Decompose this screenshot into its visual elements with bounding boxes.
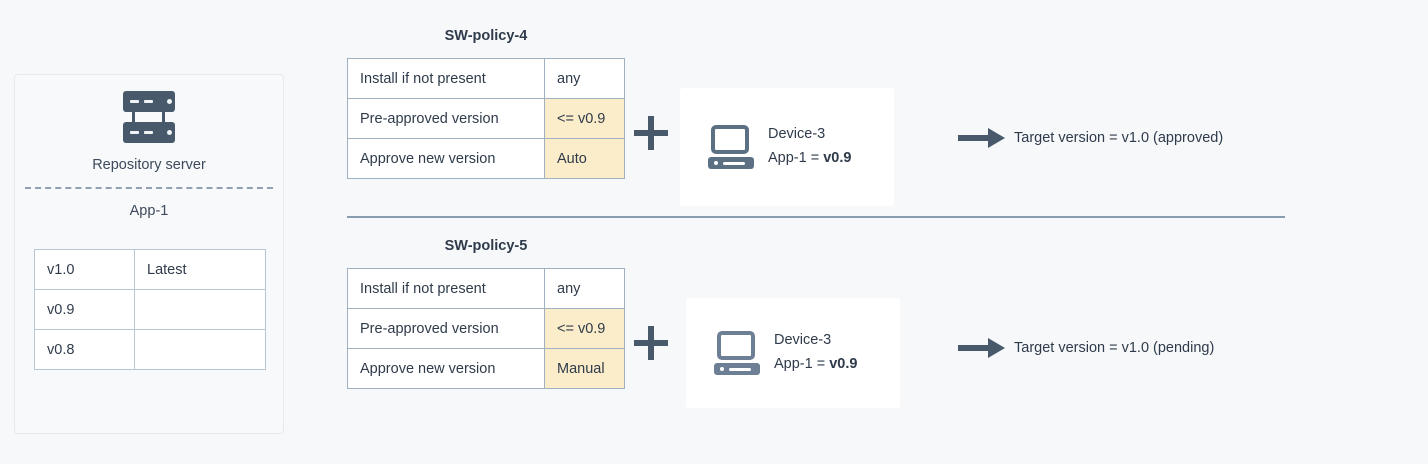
desktop-computer-icon	[714, 331, 760, 375]
version-tag-cell	[134, 329, 266, 370]
version-table: v1.0 Latest v0.9 v0.8	[34, 249, 266, 370]
device-app-version: v0.9	[829, 356, 858, 372]
version-tag-cell	[134, 289, 266, 330]
policy-row-label: Approve new version	[347, 348, 545, 389]
device-card-content: Device-3 App-1 = v0.9	[680, 88, 894, 206]
device-app-version: v0.9	[823, 150, 852, 166]
version-cell: v0.9	[34, 289, 135, 330]
repository-server-card: Repository server App-1 v1.0 Latest v0.9…	[14, 74, 284, 434]
table-row: v0.9	[34, 289, 266, 330]
policy-table-body: Install if not present any Pre-approved …	[347, 268, 625, 389]
policy-title-sw-policy-5: SW-policy-5	[444, 238, 528, 254]
computer-base	[714, 363, 760, 375]
table-row: Pre-approved version <= v0.9	[347, 98, 625, 139]
server-icon-dash	[130, 100, 139, 103]
plus-icon	[634, 326, 668, 360]
table-row: v0.8	[34, 329, 266, 370]
policy-row-label: Pre-approved version	[347, 308, 545, 349]
server-icon-led	[167, 99, 172, 104]
policy-table-sw-policy-4: Install if not present any Pre-approved …	[347, 58, 625, 179]
policy-row-label: Pre-approved version	[347, 98, 545, 139]
table-row: Install if not present any	[347, 268, 625, 309]
device-card-content: Device-3 App-1 = v0.9	[686, 298, 900, 408]
computer-monitor	[711, 125, 749, 154]
server-icon-top-unit	[123, 91, 175, 112]
table-row: Pre-approved version <= v0.9	[347, 308, 625, 349]
device-app-version-line: App-1 = v0.9	[768, 147, 851, 171]
policy-row-value: Manual	[544, 348, 625, 389]
computer-base	[708, 157, 754, 169]
policy-table-sw-policy-5: Install if not present any Pre-approved …	[347, 268, 625, 389]
server-icon-bottom-unit	[123, 122, 175, 143]
arrow-head	[988, 128, 1005, 148]
policy-row-value: <= v0.9	[544, 308, 625, 349]
policy-row-label: Install if not present	[347, 58, 545, 99]
policy-row-value: <= v0.9	[544, 98, 625, 139]
computer-base-bar	[723, 161, 745, 165]
server-icon-dash	[144, 131, 153, 134]
server-icon-leg	[132, 112, 135, 122]
device-app-prefix: App-1 =	[774, 356, 830, 372]
arrow-right-icon	[958, 338, 1006, 358]
device-card: Device-3 App-1 = v0.9	[686, 298, 900, 408]
repository-dashed-divider	[25, 187, 273, 189]
repository-app-label: App-1	[129, 203, 169, 219]
computer-monitor	[717, 331, 755, 360]
table-row: Install if not present any	[347, 58, 625, 99]
computer-base-dot	[720, 367, 724, 371]
plus-icon	[634, 116, 668, 150]
policy-table-body: Install if not present any Pre-approved …	[347, 58, 625, 179]
device-name: Device-3	[768, 126, 826, 143]
server-icon-container	[15, 91, 283, 147]
version-cell: v0.8	[34, 329, 135, 370]
table-row: Approve new version Auto	[347, 138, 625, 179]
arrow-head	[988, 338, 1005, 358]
policy-row-label: Approve new version	[347, 138, 545, 179]
result-text: Target version = v1.0 (approved)	[1014, 130, 1224, 146]
device-card: Device-3 App-1 = v0.9	[680, 88, 894, 206]
device-name: Device-3	[774, 332, 832, 349]
arrow-shaft	[958, 135, 990, 141]
arrow-right-icon	[958, 128, 1006, 148]
policy-row-value: any	[544, 268, 625, 309]
computer-base-bar	[729, 367, 751, 371]
table-row: Approve new version Manual	[347, 348, 625, 389]
version-table-body: v1.0 Latest v0.9 v0.8	[34, 249, 266, 370]
policy-row-value: Auto	[544, 138, 625, 179]
device-text: Device-3 App-1 = v0.9	[774, 329, 857, 377]
table-row: v1.0 Latest	[34, 249, 266, 290]
arrow-shaft	[958, 345, 990, 351]
policy-row-value: any	[544, 58, 625, 99]
version-cell: v1.0	[34, 249, 135, 290]
version-tag-cell: Latest	[134, 249, 266, 290]
repository-server-title: Repository server	[92, 157, 206, 173]
device-text: Device-3 App-1 = v0.9	[768, 123, 851, 171]
desktop-computer-icon	[708, 125, 754, 169]
server-icon	[123, 91, 175, 147]
section-divider	[347, 216, 1285, 218]
result-text: Target version = v1.0 (pending)	[1014, 340, 1215, 356]
server-icon-dash	[144, 100, 153, 103]
server-icon-leg	[162, 112, 165, 122]
device-app-version-line: App-1 = v0.9	[774, 353, 857, 377]
server-icon-led	[167, 130, 172, 135]
server-icon-dash	[130, 131, 139, 134]
policy-title-sw-policy-4: SW-policy-4	[444, 28, 528, 44]
device-app-prefix: App-1 =	[768, 150, 824, 166]
computer-base-dot	[714, 161, 718, 165]
policy-row-label: Install if not present	[347, 268, 545, 309]
